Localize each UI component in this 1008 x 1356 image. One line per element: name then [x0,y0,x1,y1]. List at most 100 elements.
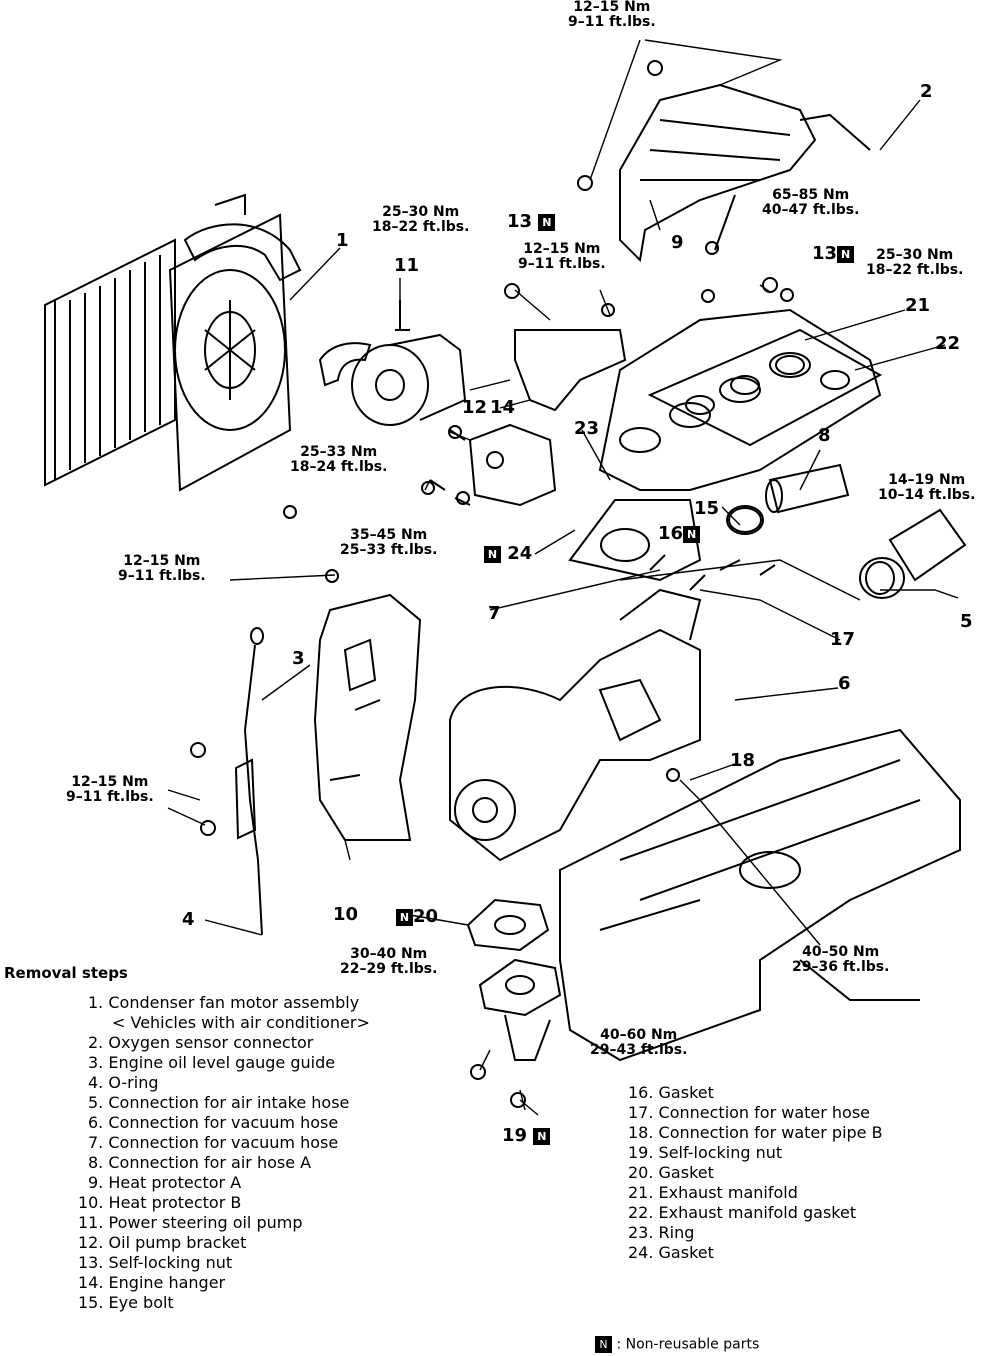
callout-4: 4 [182,909,195,930]
callout-9: 9 [671,232,684,253]
callout-17: 17 [830,629,856,650]
torque-nm: 40–60 Nm [600,1027,678,1043]
list-item: 22. Exhaust manifold gasket [628,1203,857,1222]
condenser-radiator [44,238,176,487]
torque-ftlbs: 25–33 ft.lbs. [340,542,438,558]
callout-13-right-num: 13 [812,243,838,264]
callout-5: 5 [960,611,973,632]
oil-level-gauge-guide [234,627,264,936]
torque-ftlbs: 9–11 ft.lbs. [118,568,206,584]
callout-15: 15 [694,498,720,519]
non-reusable-icon: N [396,908,413,926]
non-reusable-icon: N [484,545,501,563]
callout-24-num: 24 [507,543,533,564]
lower-flange [466,898,562,1061]
torque-ftlbs: 10–14 ft.lbs. [878,487,976,503]
callout-8: 8 [818,425,831,446]
torque-ftlbs: 9–11 ft.lbs. [568,14,656,30]
list-item: 11. Power steering oil pump [78,1213,303,1232]
torque-ftlbs: 9–11 ft.lbs. [66,789,154,805]
list-item: 3. Engine oil level gauge guide [88,1053,336,1072]
turbo-assembly [449,588,702,862]
list-item: 12. Oil pump bracket [78,1233,247,1252]
list-item: 23. Ring [628,1223,695,1242]
torque-nm: 25–30 Nm [876,247,954,263]
callout-19-num: 19 [502,1125,528,1146]
non-reusable-icon: N [595,1336,612,1353]
torque-ftlbs: 22–29 ft.lbs. [340,961,438,977]
list-item: 10. Heat protector B [78,1193,242,1212]
callout-22: 22 [935,333,961,354]
list-item: 5. Connection for air intake hose [88,1093,350,1112]
callout-23: 23 [574,418,600,439]
bolts [190,60,794,1108]
list-item: 6. Connection for vacuum hose [88,1113,339,1132]
non-reusable-icon: N [538,213,556,231]
non-reusable-icon: N [683,525,701,543]
exhaust-manifold [568,308,882,582]
oil-pump-bracket [429,329,627,507]
callout-1: 1 [336,230,349,251]
air-hose [726,463,967,599]
non-reusable-icon: N [533,1127,551,1145]
cam-cover [559,728,961,1062]
list-item: 8. Connection for air hose A [88,1153,312,1172]
list-item: 19. Self-locking nut [628,1143,783,1162]
list-item: 21. Exhaust manifold [628,1183,798,1202]
torque-nm: 12–15 Nm [573,0,651,15]
torque-nm: 12–15 Nm [71,774,149,790]
torque-nm: 35–45 Nm [350,527,428,543]
torque-ftlbs: 9–11 ft.lbs. [518,256,606,272]
callout-6: 6 [838,673,851,694]
torque-nm: 12–15 Nm [123,553,201,569]
list-item: 17. Connection for water hose [628,1103,871,1122]
list-item: 7. Connection for vacuum hose [88,1133,339,1152]
torque-ftlbs: 29–36 ft.lbs. [792,959,890,975]
torque-nm: 30–40 Nm [350,946,428,962]
callout-10: 10 [333,904,359,925]
list-item: 13. Self-locking nut [78,1253,233,1272]
callout-14: 14 [490,397,516,418]
callout-20-num: 20 [413,906,439,927]
callout-11: 11 [394,255,420,276]
torque-nm: 14–19 Nm [888,472,966,488]
torque-ftlbs: 18–22 ft.lbs. [866,262,964,278]
callout-21: 21 [905,295,931,316]
callout-13-left: 13 N [507,213,556,231]
legend-text: : Non-reusable parts [616,1336,760,1353]
condenser-fan-assembly [168,193,302,492]
list-item: < Vehicles with air conditioner> [112,1013,370,1032]
list-item: 4. O-ring [88,1073,159,1092]
torque-ftlbs: 18–24 ft.lbs. [290,459,388,475]
list-item: 15. Eye bolt [78,1293,174,1312]
list-item: 1. Condenser fan motor assembly [88,993,360,1012]
torque-nm: 12–15 Nm [523,241,601,257]
list-item: 2. Oxygen sensor connector [88,1033,314,1052]
callout-7: 7 [488,603,501,624]
callout-19: 19 N [502,1125,551,1146]
callout-18: 18 [730,750,756,771]
legend: N : Non-reusable parts [595,1336,759,1353]
callout-3: 3 [292,648,305,669]
torque-nm: 25–30 Nm [382,204,460,220]
torque-nm: 25–33 Nm [300,444,378,460]
torque-ftlbs: 18–22 ft.lbs. [372,219,470,235]
list-item: 20. Gasket [628,1163,714,1182]
list-item: 16. Gasket [628,1083,714,1102]
heat-protector-b [313,593,422,841]
torque-ftlbs: 40–47 ft.lbs. [762,202,860,218]
